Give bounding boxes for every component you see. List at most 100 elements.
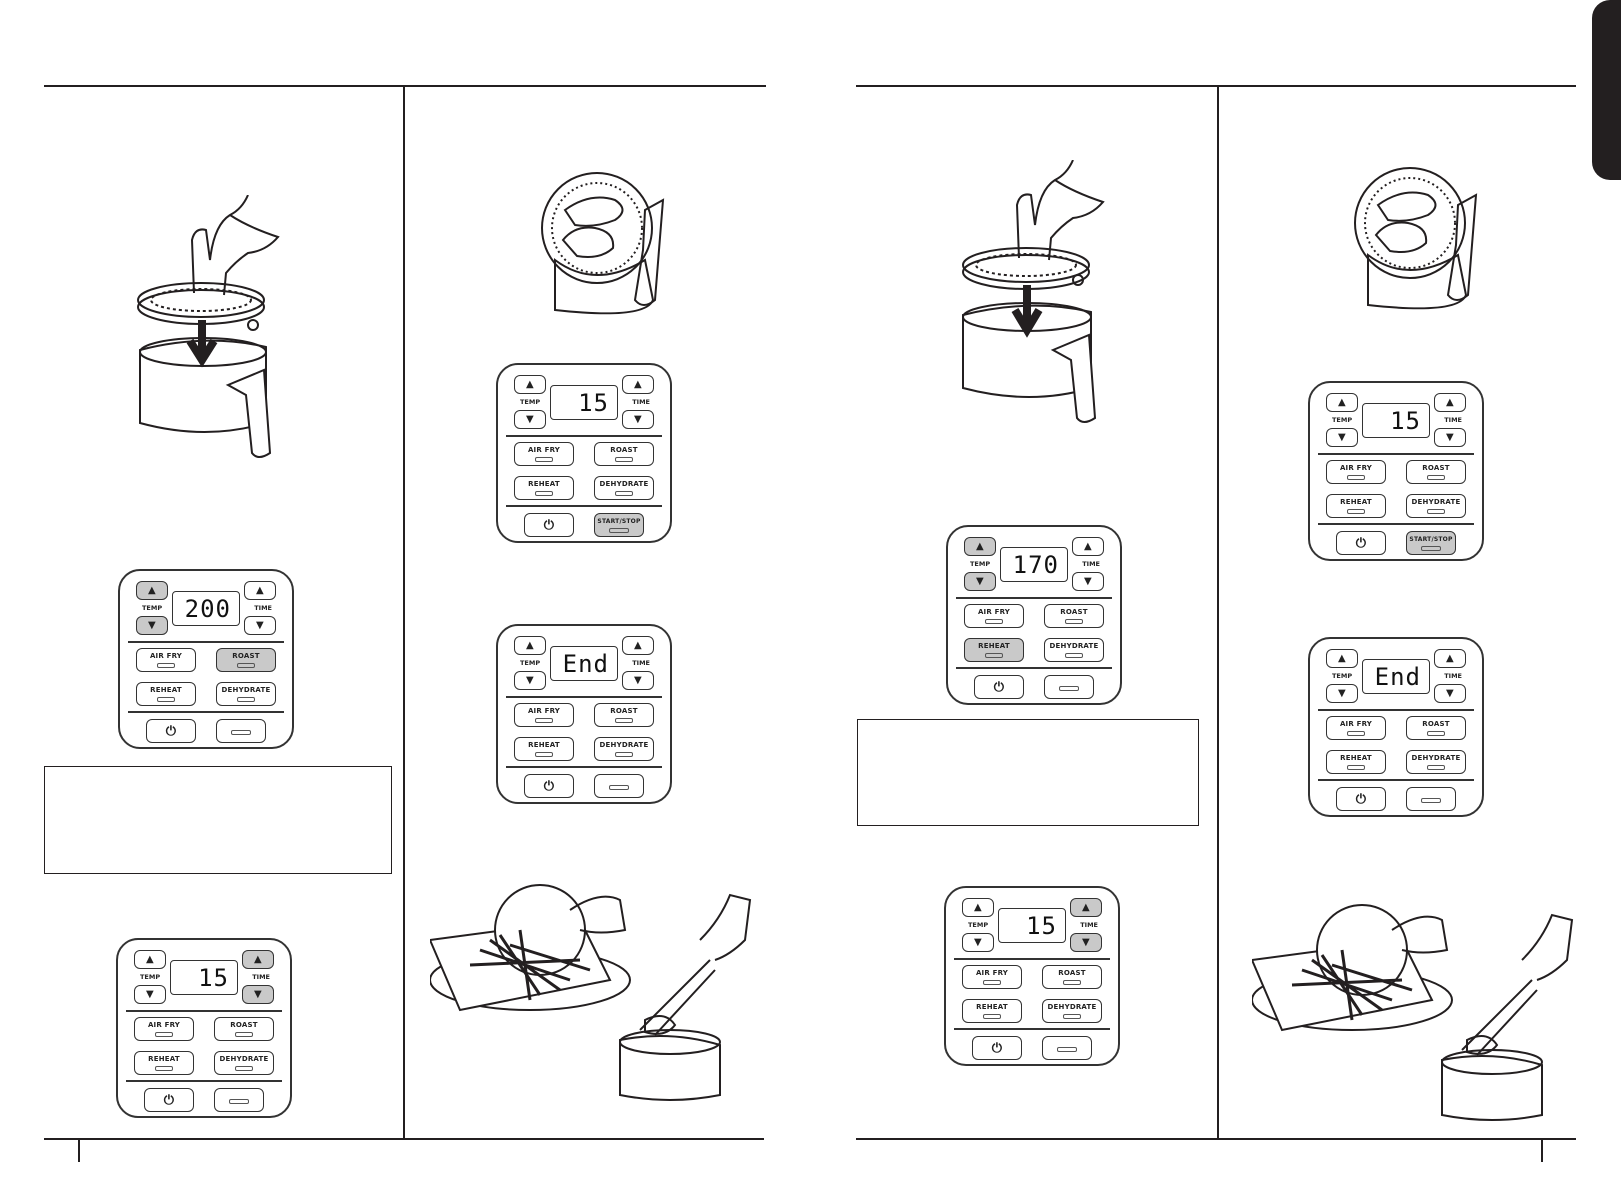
panel-display: End [550, 646, 618, 681]
start-stop-button[interactable] [214, 1088, 264, 1112]
panel-divider [956, 667, 1112, 669]
roast-button[interactable]: ROAST [1042, 965, 1102, 989]
power-button[interactable]: ⏻ [524, 513, 574, 537]
time-down-button[interactable]: ▼ [242, 985, 274, 1004]
start-stop-button[interactable]: START/STOP [594, 513, 644, 537]
time-down-button[interactable]: ▼ [622, 671, 654, 690]
air-fry-button[interactable]: AIR FRY [134, 1017, 194, 1041]
time-down-button[interactable]: ▼ [1434, 428, 1466, 447]
temp-up-button[interactable]: ▲ [964, 537, 996, 556]
temp-down-button[interactable]: ▼ [1326, 684, 1358, 703]
temp-up-button[interactable]: ▲ [134, 950, 166, 969]
air-fry-button[interactable]: AIR FRY [964, 604, 1024, 628]
function-button-label: REHEAT [148, 1055, 180, 1063]
time-up-button[interactable]: ▲ [1072, 537, 1104, 556]
indicator-light [155, 1066, 173, 1071]
time-up-button[interactable]: ▲ [1434, 393, 1466, 412]
start-stop-button[interactable] [594, 774, 644, 798]
indicator-light [1347, 509, 1365, 514]
roast-button[interactable]: ROAST [1406, 716, 1466, 740]
footer-tick-left [78, 1138, 80, 1162]
time-up-button[interactable]: ▲ [622, 636, 654, 655]
power-button[interactable]: ⏻ [524, 774, 574, 798]
temp-up-button[interactable]: ▲ [514, 375, 546, 394]
function-button-label: ROAST [610, 446, 638, 454]
air-fry-button[interactable]: AIR FRY [962, 965, 1022, 989]
power-button[interactable]: ⏻ [974, 675, 1024, 699]
start-stop-button[interactable] [1042, 1036, 1092, 1060]
indicator-light [235, 1032, 253, 1037]
panel-divider [506, 435, 662, 437]
reheat-button[interactable]: REHEAT [514, 476, 574, 500]
air-fry-button[interactable]: AIR FRY [1326, 716, 1386, 740]
start-stop-button[interactable] [1044, 675, 1094, 699]
time-up-button[interactable]: ▲ [622, 375, 654, 394]
reheat-button[interactable]: REHEAT [514, 737, 574, 761]
note-box-left [44, 766, 392, 874]
dehydrate-button[interactable]: DEHYDRATE [1406, 494, 1466, 518]
dehydrate-button[interactable]: DEHYDRATE [594, 737, 654, 761]
time-up-button[interactable]: ▲ [242, 950, 274, 969]
temp-up-button[interactable]: ▲ [962, 898, 994, 917]
reheat-button[interactable]: REHEAT [962, 999, 1022, 1023]
air-fry-button[interactable]: AIR FRY [1326, 460, 1386, 484]
start-stop-button[interactable] [1406, 787, 1456, 811]
temp-down-button[interactable]: ▼ [514, 410, 546, 429]
indicator-light [237, 663, 255, 668]
time-down-button[interactable]: ▼ [1072, 572, 1104, 591]
temp-up-button[interactable]: ▲ [1326, 393, 1358, 412]
power-button[interactable]: ⏻ [1336, 787, 1386, 811]
dehydrate-button[interactable]: DEHYDRATE [1406, 750, 1466, 774]
temp-down-button[interactable]: ▼ [964, 572, 996, 591]
time-up-button[interactable]: ▲ [1434, 649, 1466, 668]
reheat-button[interactable]: REHEAT [134, 1051, 194, 1075]
roast-button[interactable]: ROAST [1044, 604, 1104, 628]
start-stop-button[interactable] [216, 719, 266, 743]
temp-down-button[interactable]: ▼ [1326, 428, 1358, 447]
serving-food-illustration [430, 884, 752, 1101]
reheat-button[interactable]: REHEAT [964, 638, 1024, 662]
time-up-button[interactable]: ▲ [244, 581, 276, 600]
start-stop-button[interactable]: START/STOP [1406, 531, 1456, 555]
dehydrate-button[interactable]: DEHYDRATE [216, 682, 276, 706]
footer-tick-right [1541, 1138, 1543, 1162]
air-fry-button[interactable]: AIR FRY [514, 442, 574, 466]
dehydrate-button[interactable]: DEHYDRATE [1044, 638, 1104, 662]
time-up-button[interactable]: ▲ [1070, 898, 1102, 917]
dehydrate-button[interactable]: DEHYDRATE [214, 1051, 274, 1075]
dehydrate-button[interactable]: DEHYDRATE [1042, 999, 1102, 1023]
roast-button[interactable]: ROAST [1406, 460, 1466, 484]
temp-label: TEMP [140, 973, 161, 981]
indicator-light [155, 1032, 173, 1037]
function-button-label: REHEAT [1340, 498, 1372, 506]
temp-down-button[interactable]: ▼ [962, 933, 994, 952]
power-button[interactable]: ⏻ [146, 719, 196, 743]
temp-up-button[interactable]: ▲ [136, 581, 168, 600]
indicator-light [985, 619, 1003, 624]
temp-down-button[interactable]: ▼ [136, 616, 168, 635]
time-down-button[interactable]: ▼ [1070, 933, 1102, 952]
time-down-button[interactable]: ▼ [622, 410, 654, 429]
dehydrate-button[interactable]: DEHYDRATE [594, 476, 654, 500]
time-down-button[interactable]: ▼ [244, 616, 276, 635]
temp-down-button[interactable]: ▼ [134, 985, 166, 1004]
air-fry-button[interactable]: AIR FRY [514, 703, 574, 727]
roast-button[interactable]: ROAST [214, 1017, 274, 1041]
indicator-light [535, 491, 553, 496]
reheat-button[interactable]: REHEAT [1326, 750, 1386, 774]
temp-up-button[interactable]: ▲ [514, 636, 546, 655]
time-down-button[interactable]: ▼ [1434, 684, 1466, 703]
function-button-label: AIR FRY [149, 652, 183, 660]
reheat-button[interactable]: REHEAT [136, 682, 196, 706]
power-button[interactable]: ⏻ [972, 1036, 1022, 1060]
temp-up-button[interactable]: ▲ [1326, 649, 1358, 668]
air-fry-button[interactable]: AIR FRY [136, 648, 196, 672]
temp-down-button[interactable]: ▼ [514, 671, 546, 690]
power-button[interactable]: ⏻ [1336, 531, 1386, 555]
roast-button[interactable]: ROAST [594, 703, 654, 727]
roast-button[interactable]: ROAST [216, 648, 276, 672]
roast-button[interactable]: ROAST [594, 442, 654, 466]
power-button[interactable]: ⏻ [144, 1088, 194, 1112]
reheat-button[interactable]: REHEAT [1326, 494, 1386, 518]
